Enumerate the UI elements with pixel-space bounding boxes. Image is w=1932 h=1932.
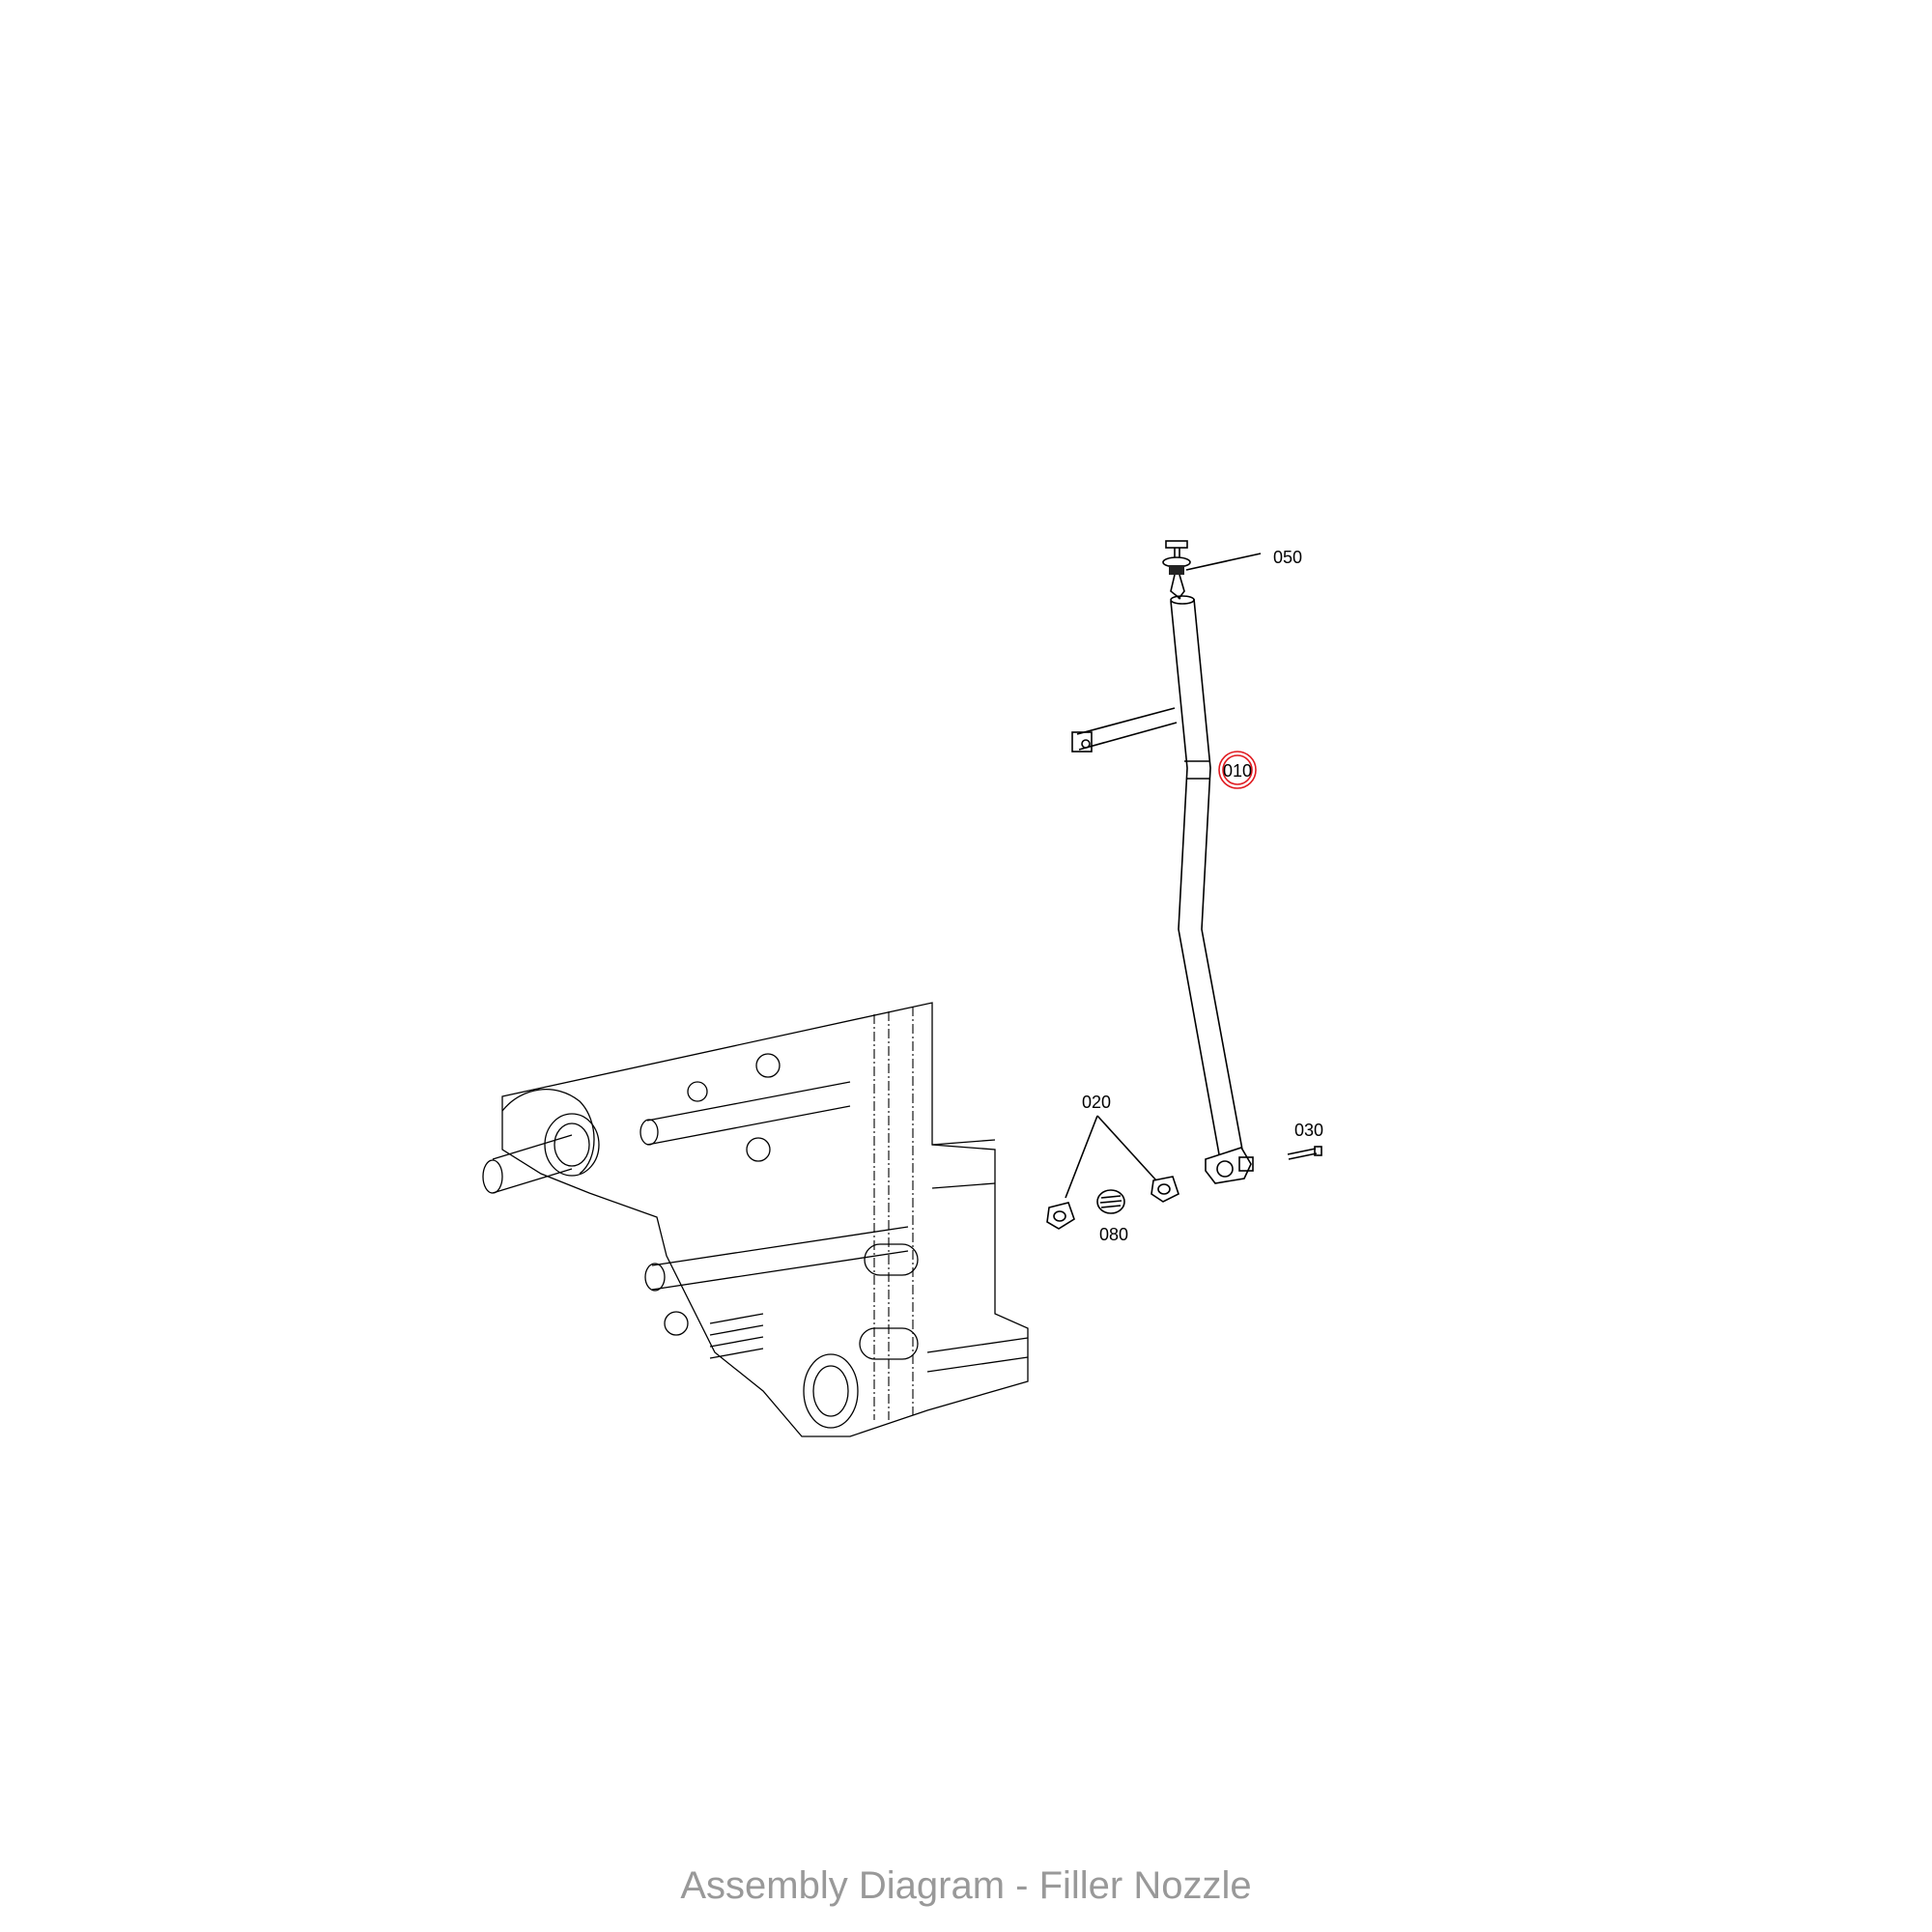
gasket-left[interactable]	[1046, 1202, 1075, 1230]
tube-flange[interactable]	[1205, 1147, 1254, 1184]
callout-010[interactable]: 010	[1223, 761, 1252, 781]
diagram-caption: Assembly Diagram - Filler Nozzle	[680, 1864, 1252, 1907]
leader-050	[1185, 553, 1262, 571]
bolt-030[interactable]	[1287, 1146, 1322, 1160]
filler-cap[interactable]	[1162, 540, 1191, 600]
callout-050[interactable]: 050	[1273, 548, 1302, 567]
strainer-080[interactable]	[1096, 1189, 1125, 1214]
callout-010-highlight[interactable]: 010	[1218, 751, 1257, 789]
engine-block	[482, 1002, 1029, 1437]
callout-080[interactable]: 080	[1099, 1225, 1128, 1244]
gasket-right[interactable]	[1151, 1176, 1179, 1203]
callout-020[interactable]: 020	[1082, 1093, 1111, 1112]
callout-030[interactable]: 030	[1294, 1121, 1323, 1140]
filler-tube[interactable]	[1071, 595, 1243, 1155]
leader-020	[1065, 1115, 1157, 1199]
